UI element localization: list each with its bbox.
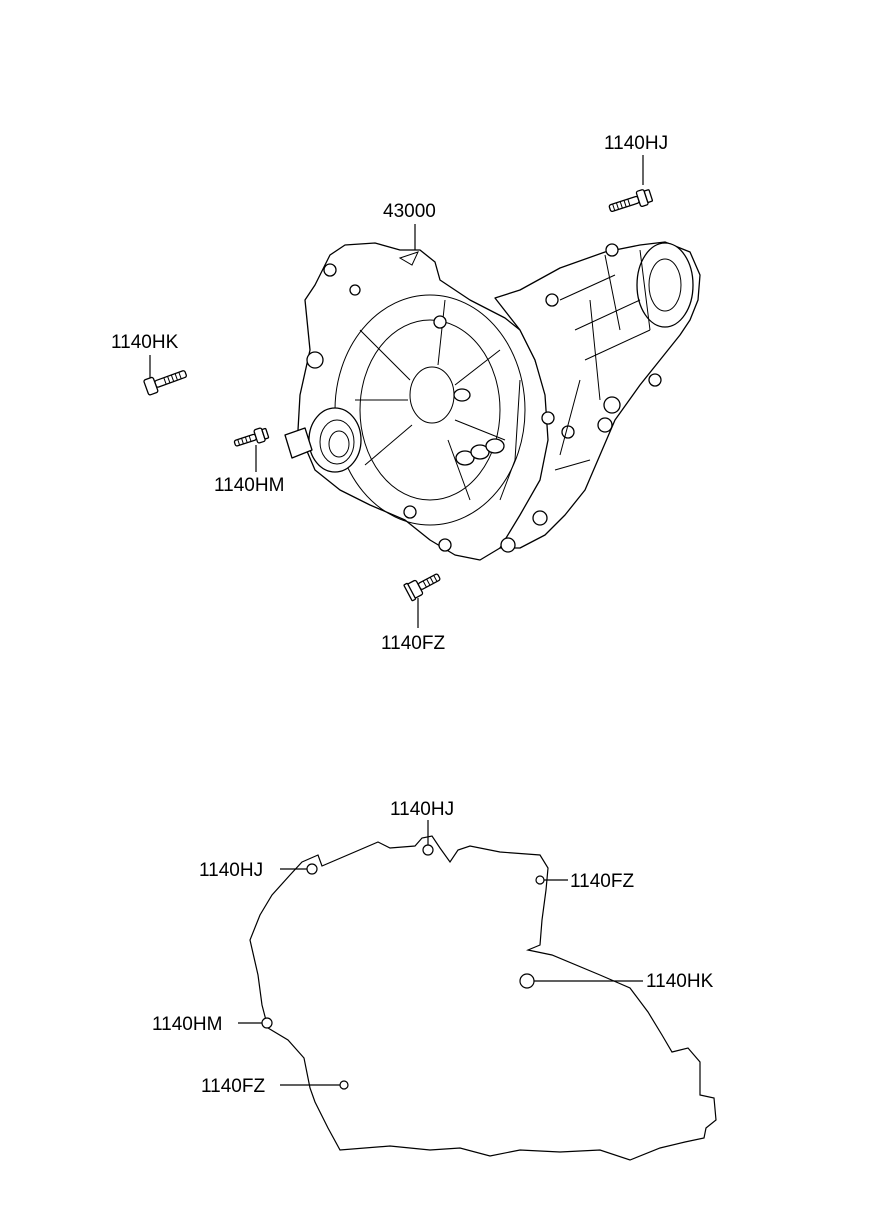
callout-upper-left-label: 1140HJ <box>199 860 263 881</box>
transmission-assembly[interactable]: 43000 <box>284 201 701 561</box>
bolt-1140hk-label: 1140HK <box>111 332 179 353</box>
assembly-part-number: 43000 <box>383 201 436 222</box>
bolt-1140hm[interactable]: 1140HM <box>214 426 284 496</box>
bolt-1140fz[interactable]: 1140FZ <box>381 569 445 654</box>
bolt-location-outline <box>249 835 717 1161</box>
input-shaft-studs <box>453 388 505 466</box>
callout-top-1140hj: 1140HJ <box>390 799 454 856</box>
callout-left-label: 1140HM <box>152 1014 222 1035</box>
callout-left-1140hm: 1140HM <box>152 1014 273 1035</box>
callout-upper-left-1140hj: 1140HJ <box>199 860 318 881</box>
callout-top-label: 1140HJ <box>390 799 454 820</box>
callout-upper-right-1140fz: 1140FZ <box>535 871 634 892</box>
callout-upper-right-label: 1140FZ <box>570 871 634 892</box>
callout-right-label: 1140HK <box>646 971 714 992</box>
callout-right-1140hk: 1140HK <box>519 971 714 992</box>
callout-lower-left-1140fz: 1140FZ <box>201 1076 349 1097</box>
bolt-1140hj-label: 1140HJ <box>604 133 668 154</box>
bolt-1140hk[interactable]: 1140HK <box>111 332 188 396</box>
bolt-1140hj[interactable]: 1140HJ <box>604 133 668 216</box>
bolt-1140hm-label: 1140HM <box>214 475 284 496</box>
bolt-1140fz-label: 1140FZ <box>381 633 445 654</box>
callout-lower-left-label: 1140FZ <box>201 1076 265 1097</box>
